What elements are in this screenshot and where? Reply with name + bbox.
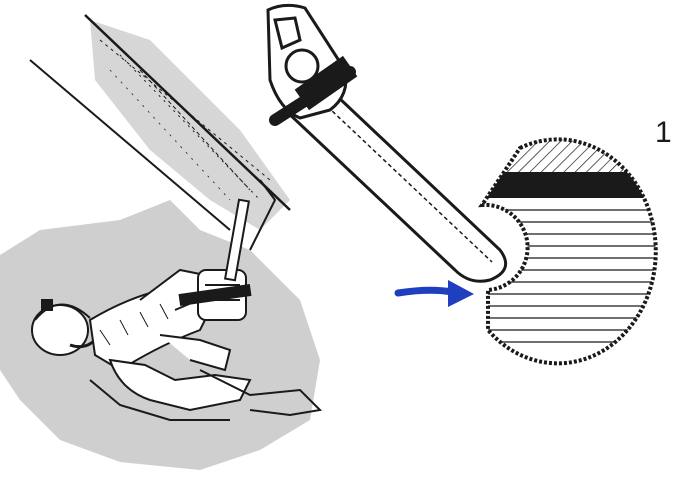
step-number: 1 xyxy=(655,118,672,148)
chainsaw xyxy=(268,5,506,281)
log-cross-section xyxy=(470,130,685,363)
cut-direction-arrow xyxy=(398,280,474,307)
